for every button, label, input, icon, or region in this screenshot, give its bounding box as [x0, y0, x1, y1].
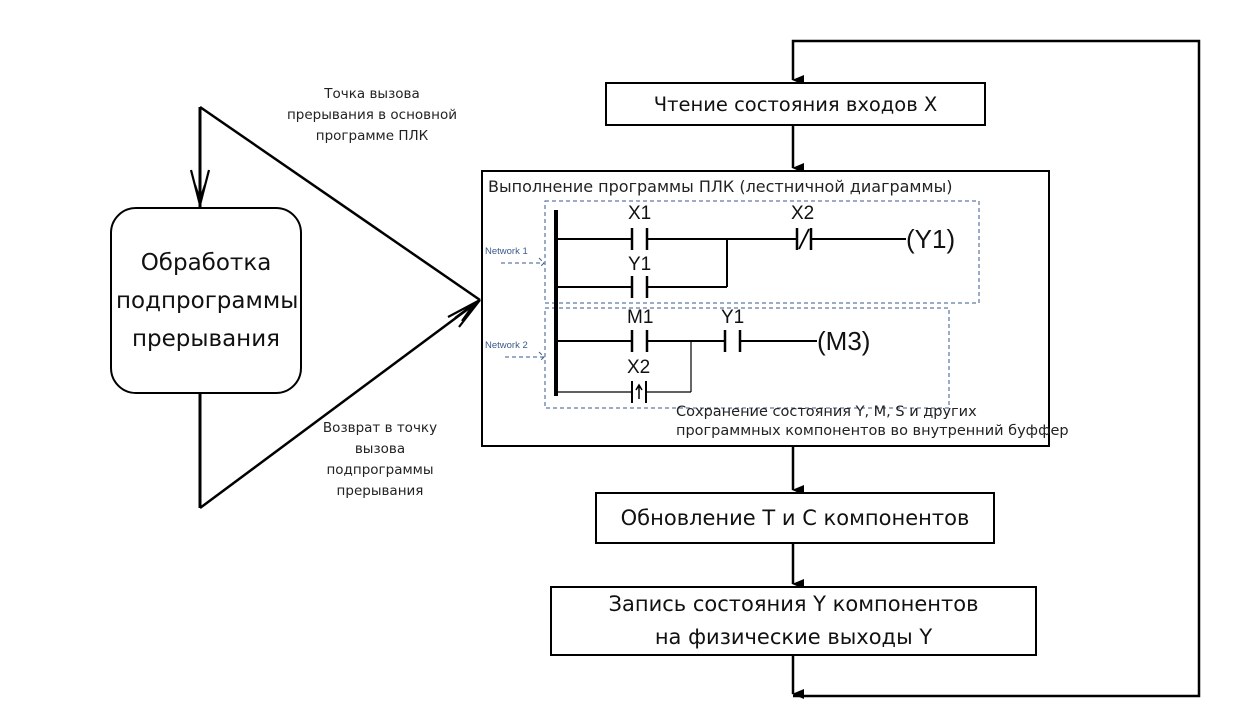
coil-label-y1: (Y1)	[906, 224, 956, 254]
return-line	[199, 298, 481, 510]
arrow-return-open-icon	[447, 299, 481, 328]
write-outputs-box: Запись состояния Y компонентов на физиче…	[550, 586, 1037, 656]
contact-label-y1: Y1	[628, 254, 652, 275]
coil-label-m3: (M3)	[817, 326, 871, 356]
arrow-down-open-icon	[189, 169, 211, 206]
contact-label-y1b: Y1	[721, 307, 745, 328]
call-line	[199, 105, 481, 302]
interrupt-triangle	[189, 105, 481, 510]
interrupt-subroutine-label: Обработка подпрограммы прерывания	[116, 249, 299, 352]
main-loop	[791, 39, 1201, 699]
save-state-note-line1: Сохранение состояния Y, M, S и других	[676, 404, 977, 420]
update-tc-box: Обновление T и C компонентов	[595, 492, 995, 544]
contact-label-x2-rise: X2	[627, 357, 651, 378]
write-outputs-label: Запись состояния Y компонентов на физиче…	[608, 592, 979, 649]
read-inputs-label: Чтение состояния входов X	[653, 92, 938, 116]
network-2-label: Network 2	[485, 340, 528, 351]
interrupt-subroutine-box: Обработка подпрограммы прерывания	[110, 207, 302, 394]
read-inputs-box: Чтение состояния входов X	[605, 82, 986, 126]
contact-label-x1: X1	[628, 203, 652, 224]
save-state-note-line2: программных компонентов во внутренний бу…	[676, 423, 1069, 439]
update-tc-label: Обновление T и C компонентов	[620, 505, 970, 530]
contact-label-m1: M1	[627, 307, 654, 328]
network-1-label: Network 1	[485, 246, 528, 257]
return-point-label: Возврат в точку вызова подпрограммы прер…	[322, 420, 438, 499]
call-point-label: Точка вызова прерывания в основной прогр…	[286, 86, 457, 144]
contact-label-x2: X2	[791, 203, 815, 224]
execute-program-title: Выполнение программы ПЛК (лестничной диа…	[488, 177, 953, 196]
